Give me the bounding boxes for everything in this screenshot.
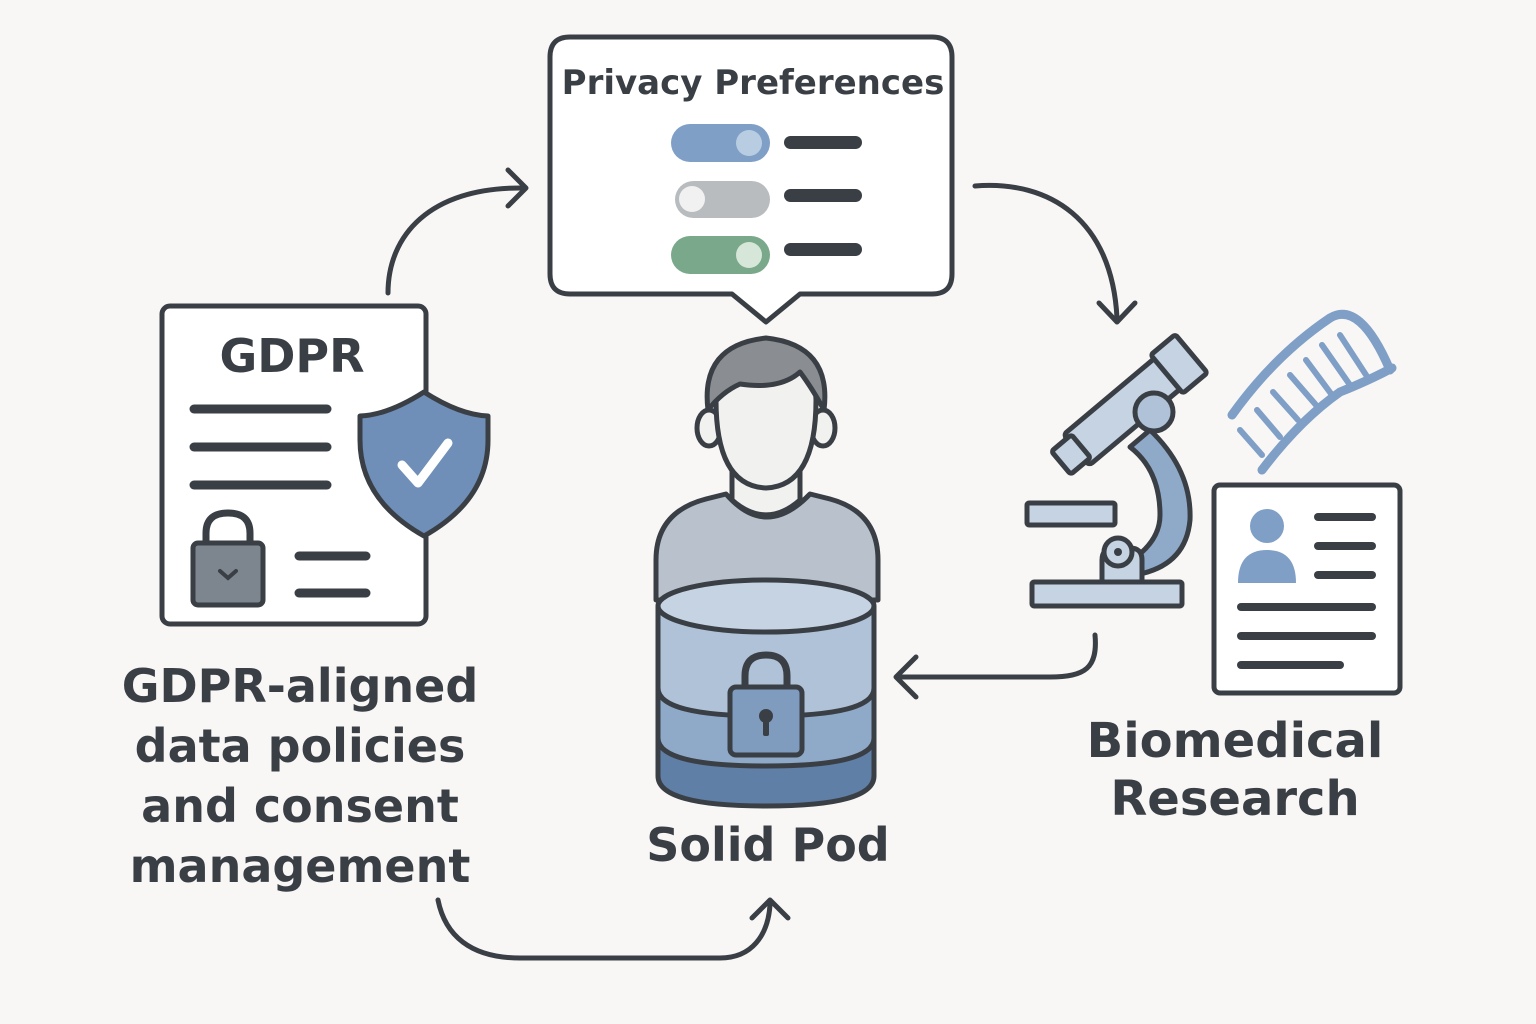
microscope-joint — [1132, 390, 1176, 434]
db-top — [655, 577, 877, 635]
research-label-line-1: Biomedical — [1086, 713, 1384, 769]
user-icon — [1238, 509, 1296, 583]
shield-check-icon — [357, 389, 491, 539]
solid-pod-label: Solid Pod — [646, 818, 890, 872]
privacy-preferences-card: Privacy Preferences — [547, 34, 955, 325]
gdpr-caption-line-1: GDPR-aligned — [121, 659, 479, 713]
document-title: GDPR — [219, 329, 364, 383]
arrow-preferences-to-research-head — [1096, 300, 1138, 325]
setting-line-1 — [784, 136, 862, 149]
microscope-base — [1029, 579, 1185, 609]
arrow-preferences-to-research — [972, 182, 1120, 321]
record-text-lines — [1237, 513, 1376, 669]
patient-record-card — [1211, 482, 1403, 696]
solid-pod-database-icon — [655, 577, 877, 809]
arrow-gdpr-to-preferences — [385, 185, 523, 296]
gdpr-caption-line-3: and consent — [141, 779, 459, 833]
setting-line-2 — [784, 189, 862, 202]
setting-line-3 — [784, 243, 862, 256]
db-mid-band-1 — [658, 606, 874, 716]
gdpr-caption: GDPR-aligned data policies and consent m… — [120, 656, 480, 896]
document-text-lines — [189, 404, 371, 598]
toggle-switch-2[interactable] — [675, 181, 770, 218]
lock-icon — [190, 509, 266, 608]
gdpr-document: GDPR — [159, 303, 491, 627]
gdpr-caption-line-4: management — [129, 839, 471, 893]
toggle-knob — [736, 242, 762, 268]
person-avatar — [653, 335, 881, 603]
dna-helix-icon — [1227, 309, 1397, 475]
arrow-gdpr-to-preferences-head — [505, 167, 529, 209]
toggle-knob — [736, 130, 762, 156]
toggle-knob — [679, 186, 705, 212]
arrow-policies-to-pod-head — [749, 897, 791, 921]
person-hair — [704, 335, 828, 413]
toggle-switch-1[interactable] — [671, 124, 770, 162]
toggle-switch-3[interactable] — [671, 236, 770, 274]
card-title: Privacy Preferences — [562, 63, 945, 103]
arrow-policies-to-pod — [435, 897, 773, 961]
microscope-stage — [1024, 500, 1118, 528]
research-label: Biomedical Research — [1080, 712, 1390, 828]
microscope-objective — [1050, 433, 1092, 476]
arrow-research-to-pod-head — [893, 654, 919, 700]
db-outline — [655, 606, 877, 809]
flow-arrows — [385, 167, 1138, 961]
arrow-research-to-pod — [897, 632, 1098, 680]
microscope-eyepiece — [1149, 333, 1209, 395]
padlock-icon — [727, 651, 805, 758]
gdpr-caption-line-2: data policies — [134, 719, 466, 773]
microscope-icon — [1024, 333, 1209, 609]
research-label-line-2: Research — [1110, 771, 1360, 827]
